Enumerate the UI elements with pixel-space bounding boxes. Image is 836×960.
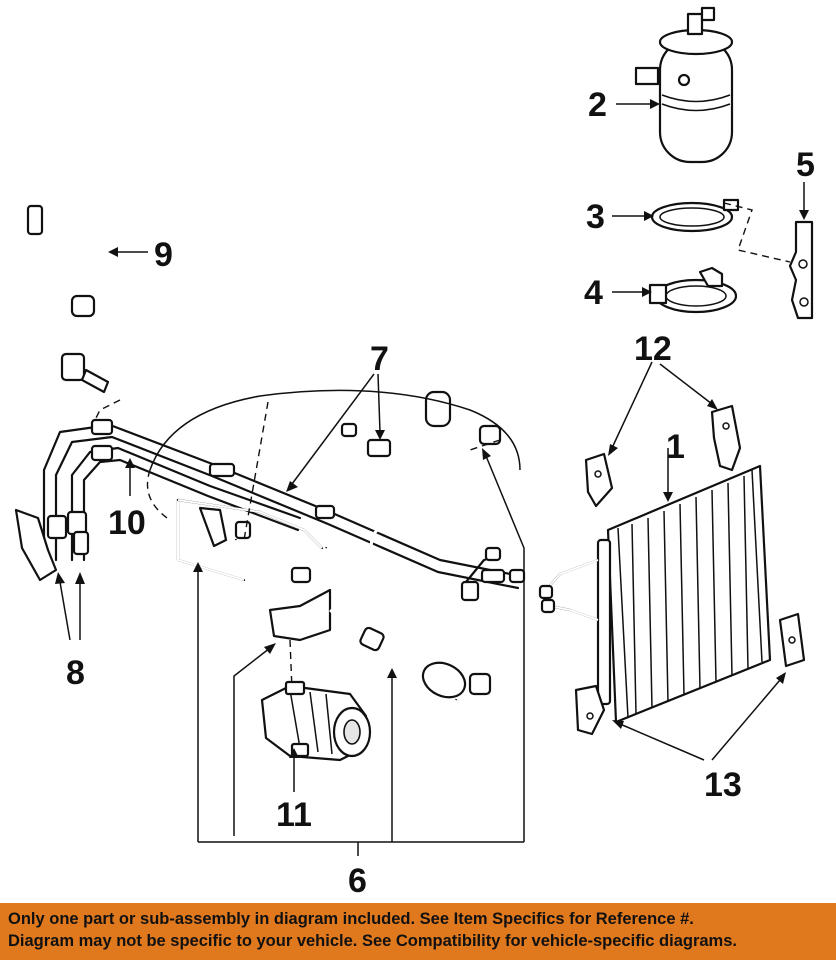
compressor-hose-assembly-part [176,498,328,584]
condenser-inlet-hose-part [408,330,514,446]
dashed-guide-1 [243,401,269,541]
receiver-drier-part [634,6,734,164]
pressure-switch-fittings-part [14,508,90,582]
manifold-hose-part [268,546,502,722]
liquid-line-hose-part [26,175,110,394]
callout-5: 5 [796,146,815,184]
callout-10: 10 [108,504,146,542]
drier-clamp-upper-part [650,198,740,233]
callout-12: 12 [634,330,672,368]
leader-lines [55,99,809,856]
disclaimer-banner: Only one part or sub-assembly in diagram… [0,903,836,960]
callout-3: 3 [586,198,605,236]
condenser-lines-part [538,558,600,622]
callout-1: 1 [666,428,685,466]
callout-13: 13 [704,766,742,804]
suction-discharge-line-assembly [42,418,526,590]
callout-7: 7 [370,340,389,378]
engine-outline-dashed [146,469,171,521]
refrigerant-tube-part [340,422,402,570]
callout-4: 4 [584,274,603,312]
callout-2: 2 [588,86,607,124]
ac-system-exploded-diagram: 1 2 3 4 5 6 7 8 9 10 11 12 13 [14,6,815,900]
disclaimer-line-2: Diagram may not be specific to your vehi… [8,932,737,950]
drier-bracket-part [788,220,814,320]
condenser-part [596,464,772,724]
drier-clamp-lower-part [648,266,738,314]
callout-11: 11 [276,796,312,834]
callout-8: 8 [66,654,85,692]
clamp-to-bracket-dashed-line [723,202,791,263]
disclaimer-line-1: Only one part or sub-assembly in diagram… [8,910,694,928]
dashed-guide-2 [469,439,501,451]
callout-6: 6 [348,862,367,900]
engine-outline [149,389,521,471]
callout-9: 9 [154,236,173,274]
condenser-lower-bracket-part [574,612,806,736]
compressor-part [260,680,372,762]
condenser-upper-bracket-part [584,404,742,508]
